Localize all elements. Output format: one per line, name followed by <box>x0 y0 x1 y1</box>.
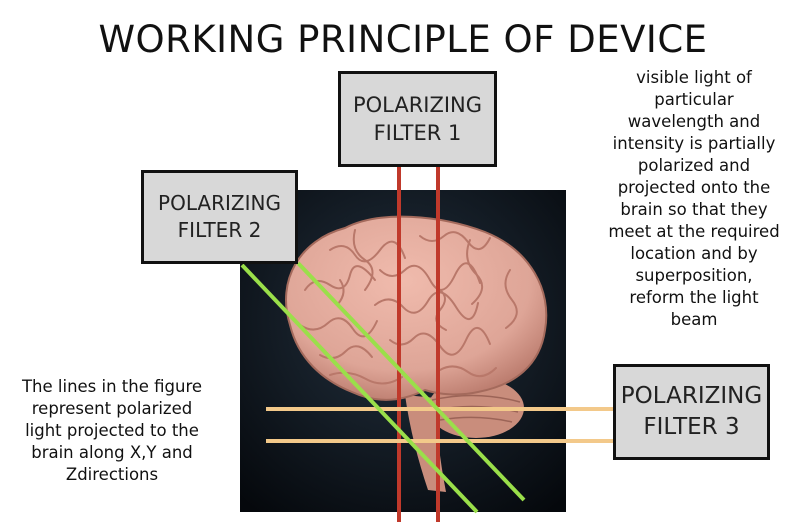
polarizing-filter-3-box: POLARIZING FILTER 3 <box>613 364 770 460</box>
filter-3-label: POLARIZING FILTER 3 <box>620 382 763 440</box>
cerebrum <box>285 215 548 401</box>
green-beam-1 <box>240 263 479 514</box>
filter-2-label: POLARIZING FILTER 2 <box>158 191 281 242</box>
right-description-note: visible light of particular wavelength a… <box>608 68 780 329</box>
left-description-note: The lines in the figure represent polari… <box>21 377 203 484</box>
polarizing-filter-1-box: POLARIZING FILTER 1 <box>338 71 497 167</box>
filter-1-label: POLARIZING FILTER 1 <box>352 92 483 145</box>
polarizing-filter-2-box: POLARIZING FILTER 2 <box>141 170 298 264</box>
page-title: WORKING PRINCIPLE OF DEVICE <box>98 18 708 61</box>
green-beam-2 <box>296 261 526 502</box>
